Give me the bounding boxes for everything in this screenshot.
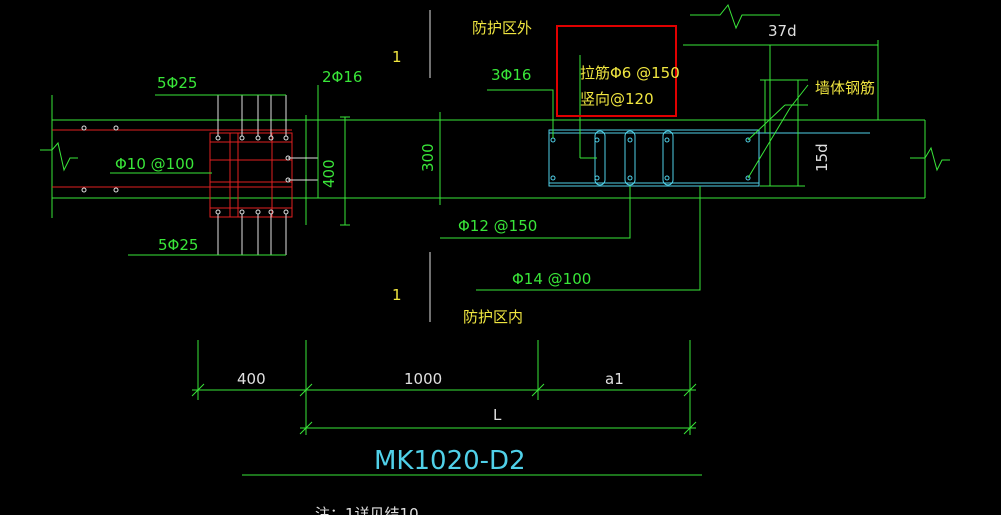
column-leaders [217, 95, 318, 255]
label-bottom-bars-column: 5Φ25 [158, 236, 198, 254]
label-wall-top-bars: 3Φ16 [491, 66, 531, 84]
drawing-note: 注：1详见结10 [315, 505, 419, 515]
label-tie-bar-2: 竖向@120 [580, 90, 654, 108]
label-bar-phi12: Φ12 @150 [458, 217, 537, 235]
column-rebar [52, 129, 293, 218]
section-mark-bottom: 1 [392, 286, 402, 304]
label-stirrup-column: Φ10 @100 [115, 155, 194, 173]
wall-leaders [440, 40, 879, 291]
label-wall-thickness: 300 [419, 143, 437, 172]
wall-thickness-dim [340, 112, 446, 226]
label-anchorage-37d: 37d [768, 22, 797, 40]
drawing-title: MK1020-D2 [374, 446, 526, 476]
label-wall-rebar: 墙体钢筋 [815, 79, 875, 97]
label-protect-inside: 防护区内 [463, 308, 523, 326]
label-bar-phi14: Φ14 @100 [512, 270, 591, 288]
wall-outline [40, 3, 950, 225]
label-column-width: 400 [320, 159, 338, 188]
label-tie-bar-1: 拉筋Φ6 @150 [580, 64, 680, 82]
dim-400: 400 [237, 370, 266, 388]
dim-a1: a1 [605, 370, 624, 388]
dim-1000: 1000 [404, 370, 442, 388]
highlight-box [556, 25, 677, 117]
dim-L: L [493, 406, 502, 424]
label-side-bars: 2Φ16 [322, 68, 362, 86]
label-top-bars-column: 5Φ25 [157, 74, 197, 92]
label-protect-outside: 防护区外 [472, 19, 532, 37]
section-mark-top: 1 [392, 48, 402, 66]
column-label-leaders [110, 85, 319, 256]
bottom-dimensions [191, 340, 697, 435]
label-anchorage-15d: 15d [813, 143, 831, 172]
wall-end-rebar [548, 129, 870, 187]
